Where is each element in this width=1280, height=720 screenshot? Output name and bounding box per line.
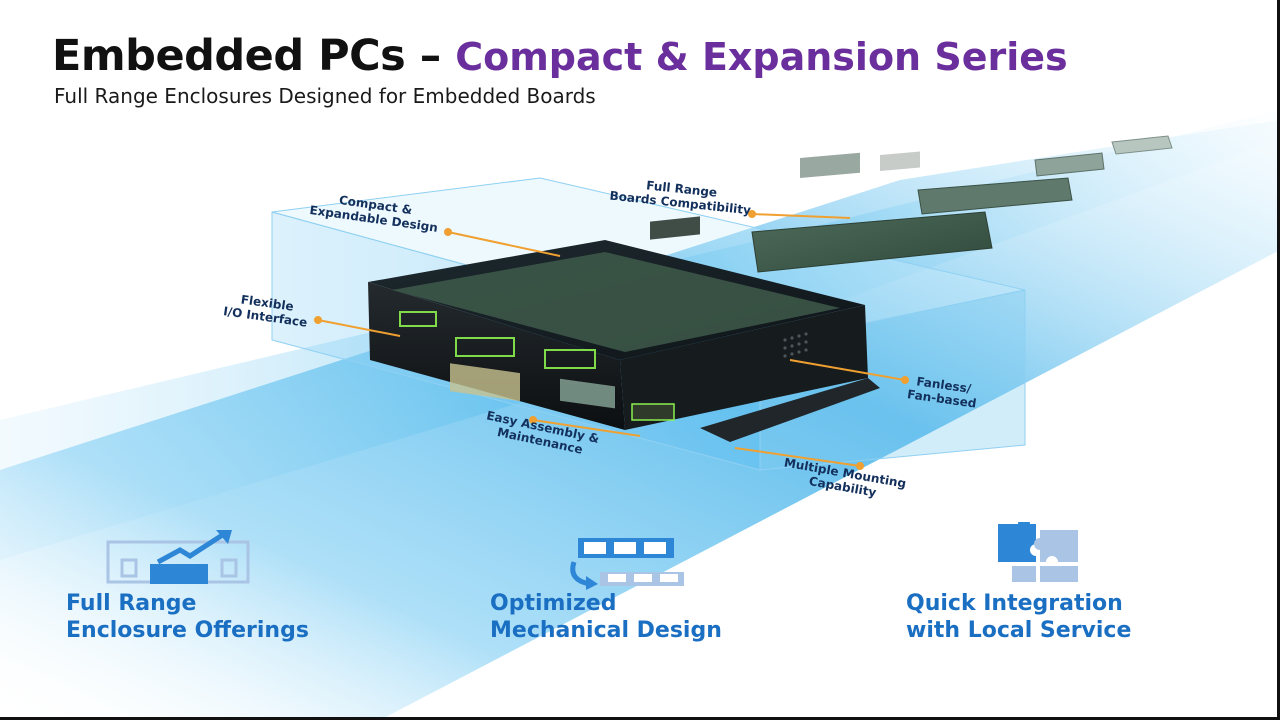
mounting-bracket	[700, 378, 880, 442]
io-port-highlights	[399, 311, 596, 369]
feature-optimized-line2: Mechanical Design	[490, 618, 722, 643]
feature-optimized: Optimized Mechanical Design	[490, 590, 722, 644]
frame-border-right	[1277, 0, 1280, 720]
feature-quick-line1: Quick Integration	[906, 591, 1123, 616]
chart-growth-icon	[106, 530, 250, 584]
floating-boards	[751, 135, 1173, 273]
page-subtitle: Full Range Enclosures Designed for Embed…	[54, 84, 596, 108]
feature-full-range-line2: Enclosure Offerings	[66, 618, 309, 643]
title-accent: Compact & Expansion Series	[455, 35, 1068, 79]
feature-full-range-line1: Full Range	[66, 591, 197, 616]
page-title: Embedded PCs – Compact & Expansion Serie…	[52, 30, 1068, 83]
chassis-side	[620, 305, 868, 430]
power-connector	[631, 403, 675, 421]
feature-quick-line2: with Local Service	[906, 618, 1132, 643]
leader-lines	[314, 210, 909, 470]
feature-optimized-line1: Optimized	[490, 591, 617, 616]
feature-full-range: Full Range Enclosure Offerings	[66, 590, 309, 644]
heatsink	[450, 363, 520, 402]
feature-quick-integration: Quick Integration with Local Service	[906, 590, 1131, 644]
puzzle-icon	[998, 522, 1078, 582]
vent-grid	[783, 332, 808, 358]
frame-border-bottom	[0, 717, 1280, 720]
title-main: Embedded PCs –	[52, 31, 456, 81]
conveyor-boards-icon	[570, 538, 684, 590]
internal-board	[392, 252, 840, 352]
